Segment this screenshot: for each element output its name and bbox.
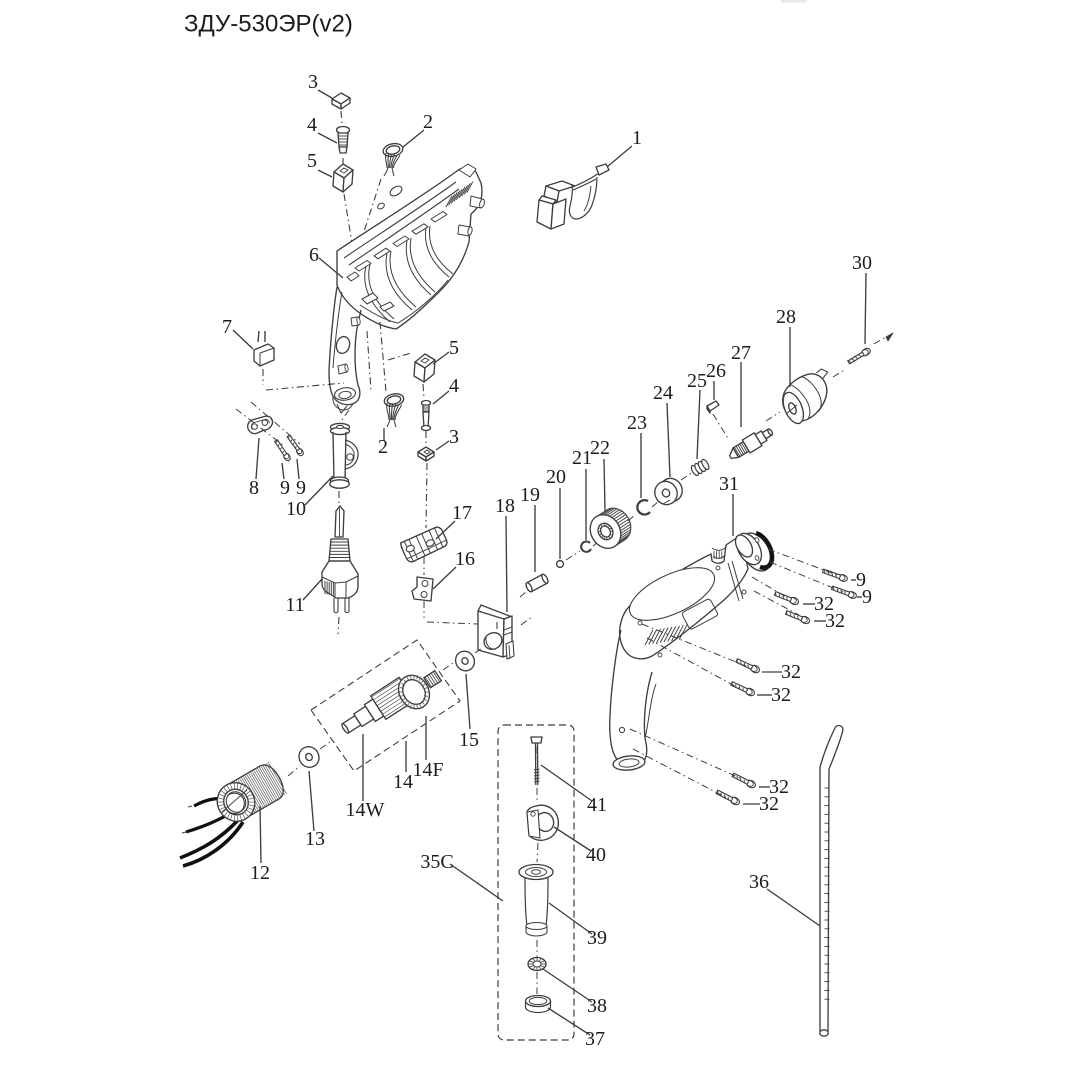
svg-text:4: 4 <box>449 375 459 397</box>
svg-text:17: 17 <box>452 502 472 524</box>
svg-text:41: 41 <box>587 794 607 816</box>
svg-text:9: 9 <box>280 477 290 499</box>
svg-text:5: 5 <box>307 150 317 172</box>
svg-text:3: 3 <box>308 71 318 93</box>
svg-text:9: 9 <box>296 477 306 499</box>
svg-text:5: 5 <box>449 337 459 359</box>
svg-text:32: 32 <box>781 661 801 683</box>
svg-text:35C: 35C <box>420 851 453 873</box>
svg-text:28: 28 <box>776 306 796 328</box>
svg-text:12: 12 <box>250 862 270 884</box>
svg-text:1: 1 <box>632 127 642 149</box>
svg-text:26: 26 <box>706 360 726 382</box>
svg-text:13: 13 <box>305 828 325 850</box>
svg-text:21: 21 <box>572 447 592 469</box>
svg-text:23: 23 <box>627 412 647 434</box>
svg-text:2: 2 <box>378 436 388 458</box>
svg-text:2: 2 <box>423 111 433 133</box>
svg-text:22: 22 <box>590 437 610 459</box>
svg-text:16: 16 <box>455 548 475 570</box>
svg-text:4: 4 <box>307 114 317 136</box>
svg-text:30: 30 <box>852 252 872 274</box>
svg-text:9: 9 <box>862 586 872 608</box>
svg-text:32: 32 <box>825 610 845 632</box>
svg-text:38: 38 <box>587 995 607 1017</box>
svg-text:25: 25 <box>687 370 707 392</box>
svg-text:6: 6 <box>309 244 319 266</box>
svg-text:37: 37 <box>585 1028 605 1050</box>
svg-text:32: 32 <box>759 793 779 815</box>
svg-text:14W: 14W <box>346 799 385 821</box>
svg-text:3: 3 <box>449 426 459 448</box>
svg-text:24: 24 <box>653 382 673 404</box>
svg-text:31: 31 <box>719 473 739 495</box>
svg-text:7: 7 <box>222 316 232 338</box>
svg-text:14: 14 <box>393 771 413 793</box>
svg-text:18: 18 <box>495 495 515 517</box>
svg-text:ЗДУ-530ЭР(v2): ЗДУ-530ЭР(v2) <box>184 11 353 38</box>
svg-text:11: 11 <box>285 594 304 616</box>
svg-text:39: 39 <box>587 927 607 949</box>
svg-text:40: 40 <box>586 844 606 866</box>
svg-text:8: 8 <box>249 477 259 499</box>
svg-text:10: 10 <box>286 498 306 520</box>
svg-text:20: 20 <box>546 466 566 488</box>
svg-text:27: 27 <box>731 342 751 364</box>
svg-text:36: 36 <box>749 871 769 893</box>
svg-text:15: 15 <box>459 729 479 751</box>
svg-text:32: 32 <box>771 684 791 706</box>
svg-text:19: 19 <box>520 484 540 506</box>
svg-text:14F: 14F <box>412 759 443 781</box>
